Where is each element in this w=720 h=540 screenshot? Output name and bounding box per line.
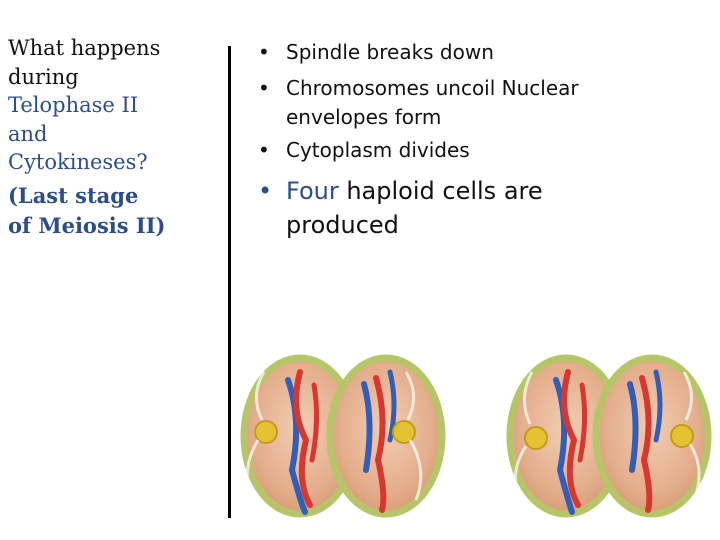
question-line: during <box>8 64 79 89</box>
phase-name: Cytokineses? <box>8 150 148 174</box>
bullet-list: • Spindle breaks down • Chromosomes unco… <box>258 34 710 242</box>
centrosome-icon <box>524 426 548 450</box>
dividing-cell-right <box>506 354 712 518</box>
question-line: What happens <box>8 36 161 60</box>
bullet-dot: • <box>258 177 273 205</box>
chromosome <box>639 375 653 513</box>
chromosome <box>361 381 373 473</box>
chromosome <box>309 382 320 463</box>
chromosome <box>293 369 313 508</box>
vertical-divider <box>228 46 231 518</box>
bullet-text-continued: envelopes form <box>286 105 442 129</box>
bullet-dot: • <box>258 40 270 64</box>
bullet-item: • Four haploid cells are produced <box>258 174 710 242</box>
chromosome <box>653 369 663 443</box>
centrosome-icon <box>392 420 416 444</box>
bullet-item: • Spindle breaks down <box>258 34 710 70</box>
bullet-item: • Chromosomes uncoil Nuclear envelopes f… <box>258 70 710 132</box>
stage-note-line: of Meiosis II) <box>8 212 166 238</box>
bullet-accent-word: Four <box>286 177 339 205</box>
bullet-item: • Cytoplasm divides <box>258 132 710 168</box>
chromosome <box>627 381 639 473</box>
daughter-cell <box>592 354 712 518</box>
chromosome <box>561 369 581 508</box>
chromosome <box>577 382 588 463</box>
microtubule <box>404 371 423 501</box>
chromosome <box>373 375 387 513</box>
phase-name: Telophase II <box>8 93 139 117</box>
bullet-text: Spindle breaks down <box>286 40 494 64</box>
question-block: What happens during Telophase II and Cyt… <box>8 34 223 241</box>
chromosome <box>387 369 397 443</box>
centrosome-icon <box>670 424 694 448</box>
bullet-text-continued: produced <box>286 211 399 239</box>
phase-name: and <box>8 121 48 146</box>
bullet-text: Cytoplasm divides <box>286 138 470 162</box>
bullet-text: haploid cells are <box>338 177 543 205</box>
bullet-dot: • <box>258 76 270 100</box>
microtubule <box>513 371 534 503</box>
microtubule <box>245 371 266 501</box>
centrosome-icon <box>254 420 278 444</box>
stage-note-line: (Last stage <box>8 182 139 208</box>
microtubule <box>682 371 701 501</box>
bullet-dot: • <box>258 138 270 162</box>
bullet-text: Chromosomes uncoil Nuclear <box>286 76 579 100</box>
stage-note: (Last stage of Meiosis II) <box>8 181 223 241</box>
dividing-cell-left <box>240 354 446 518</box>
